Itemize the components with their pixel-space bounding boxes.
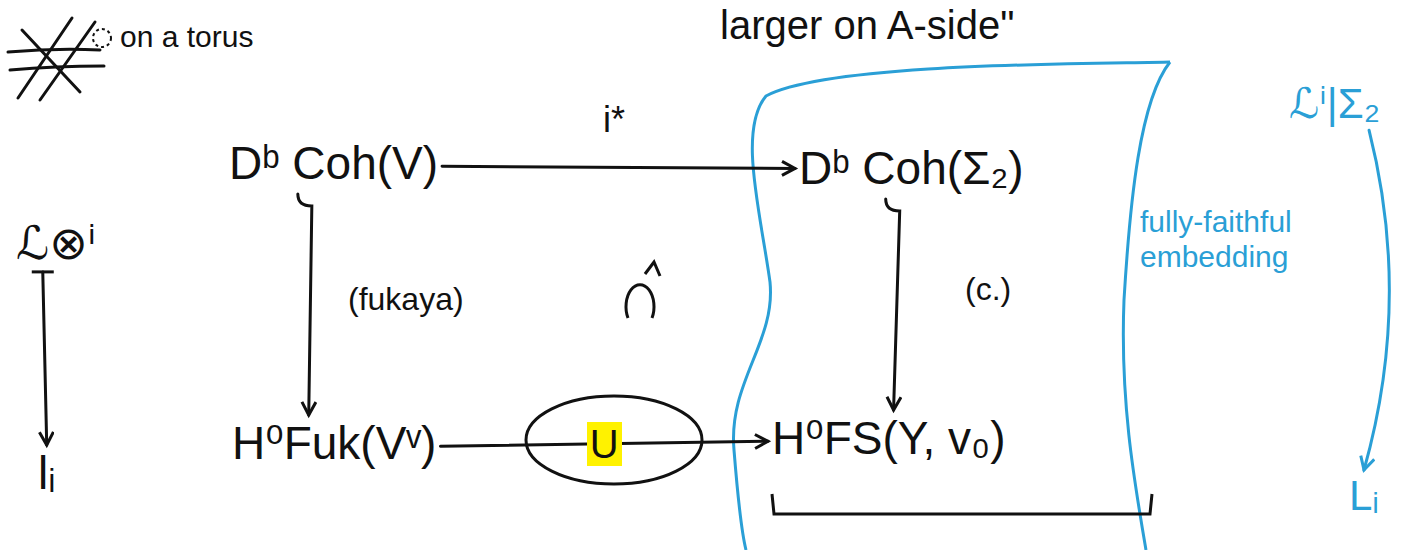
dotted-loop (93, 29, 111, 47)
note-text: fully-faithful embedding (1140, 205, 1355, 274)
node-text: Lᵢ (1349, 472, 1379, 520)
node-text: Dᵇ Coh(Σ₂) (799, 142, 1024, 195)
arrow-label: U (587, 422, 622, 466)
node-text: lᵢ (38, 447, 55, 500)
region-outline (1123, 62, 1170, 550)
object-node: Lᵢ (1345, 470, 1383, 522)
arrow-label: (fukaya) (345, 282, 467, 317)
object-node: lᵢ (34, 445, 59, 502)
node-text: ℒ⊗ⁱ (16, 217, 96, 270)
note-text: larger on A-side" (720, 2, 1014, 48)
under-bracket (772, 494, 1152, 514)
object-node: ℒ⊗ⁱ (12, 215, 100, 272)
region-outline (733, 62, 1170, 550)
category-node: Dᵇ Coh(Σ₂) (795, 140, 1028, 197)
arrow-label: (c.) (962, 272, 1014, 307)
node-text: H⁰Fuk(Vᵛ) (232, 417, 436, 470)
node-text: ℒⁱ|Σ₂ (1289, 80, 1380, 128)
arrow-connector (1364, 130, 1389, 470)
node-text: Dᵇ Coh(V) (229, 137, 438, 190)
category-node: H⁰FS(Y, v₀) (768, 410, 1009, 467)
torus-sketch (8, 18, 104, 100)
object-node: ℒⁱ|Σ₂ (1285, 78, 1384, 130)
arrow-connector (442, 166, 795, 168)
mapsto-bar (32, 270, 54, 273)
node-text: H⁰FS(Y, v₀) (772, 412, 1005, 465)
category-node: H⁰Fuk(Vᵛ) (228, 415, 440, 472)
category-node: Dᵇ Coh(V) (225, 135, 442, 192)
arrow-label: i* (600, 100, 628, 140)
commutes-arrowhead (645, 262, 660, 276)
commutes-symbol (626, 285, 654, 318)
highlight-ellipse (526, 396, 702, 484)
note-text: on a torus (120, 20, 253, 55)
arrow-connector (298, 194, 312, 415)
arrow-connector (43, 272, 47, 445)
arrow-connector (886, 199, 900, 410)
